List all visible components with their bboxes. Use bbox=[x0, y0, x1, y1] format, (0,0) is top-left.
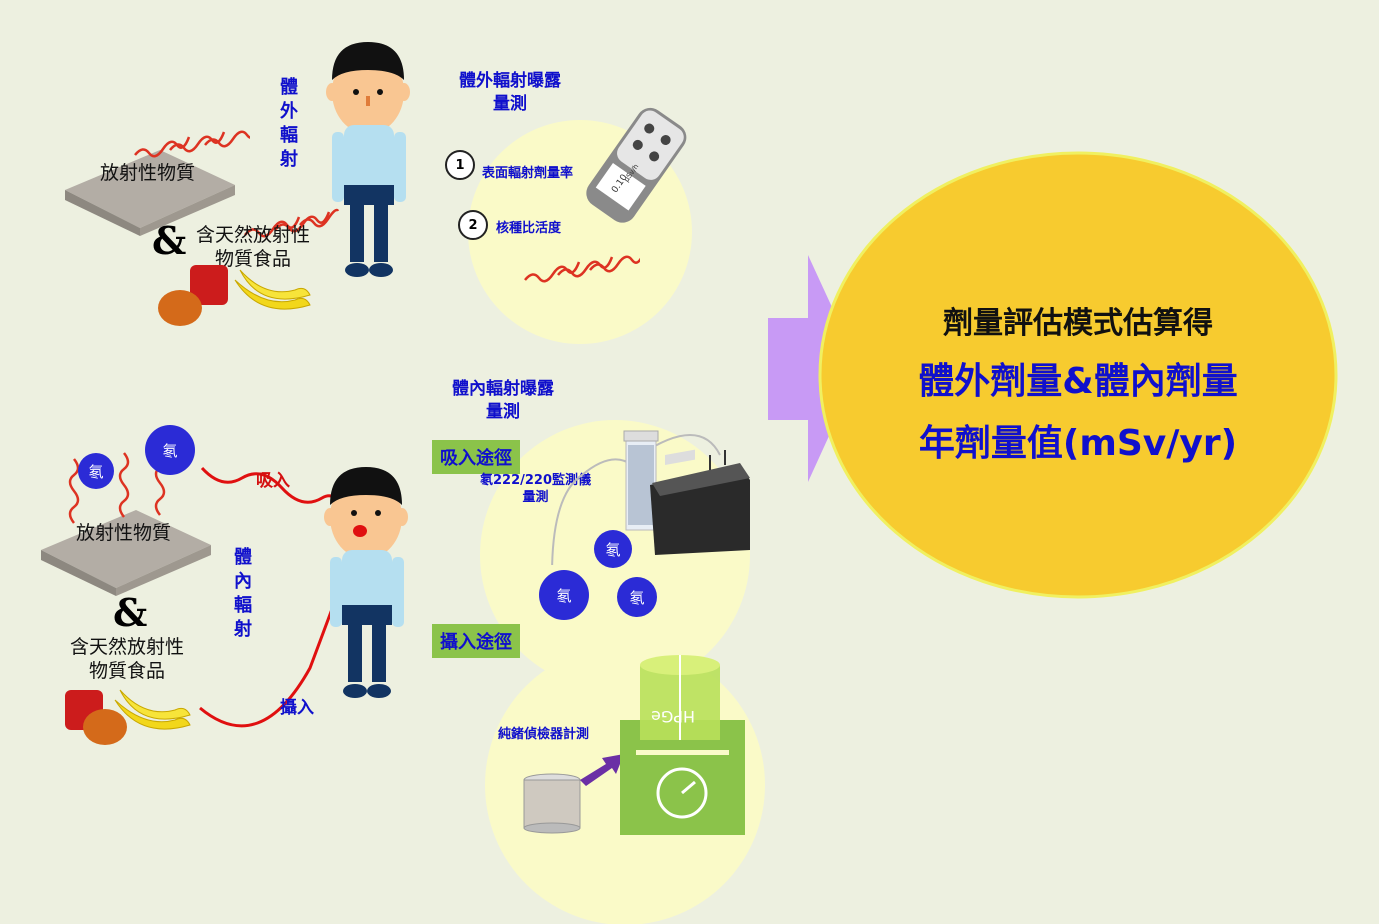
food-label-bottom: 含天然放射性 物質食品 bbox=[70, 635, 184, 683]
radiation-waves-measure bbox=[524, 255, 640, 283]
radiation-waves-top bbox=[134, 130, 250, 158]
radon-atom-1: 氡 bbox=[78, 453, 114, 489]
food-label-top: 含天然放射性 物質食品 bbox=[196, 223, 310, 271]
food-label-bottom-line1: 含天然放射性 bbox=[70, 636, 185, 658]
external-measure-title-line1: 體外輻射曝露 bbox=[459, 71, 561, 91]
radiation-waves-bottom bbox=[68, 452, 166, 524]
radioactive-slab-bottom bbox=[41, 510, 211, 596]
result-line3: 年劑量值(mSv/yr) bbox=[918, 423, 1238, 464]
ingest-label: 攝入 bbox=[280, 698, 314, 718]
external-radiation-vertical: 體外輻射 bbox=[280, 77, 298, 170]
food-label-bottom-line2: 物質食品 bbox=[89, 660, 166, 682]
internal-measure-title-line2: 量測 bbox=[486, 402, 520, 422]
radioactive-slab-top bbox=[65, 150, 235, 236]
radon-monitor-icon bbox=[551, 430, 750, 565]
radon-atom-5: 氡 bbox=[617, 577, 657, 617]
external-measure-title-line2: 量測 bbox=[493, 94, 527, 114]
item2-number: 2 bbox=[458, 210, 488, 240]
food-group-bottom bbox=[65, 689, 191, 745]
material-label-bottom: 放射性物質 bbox=[76, 522, 172, 544]
hpge-detector-icon: HPGe bbox=[620, 655, 745, 835]
ampersand-top: & bbox=[152, 218, 187, 263]
result-line2: 體外劑量&體內劑量 bbox=[918, 361, 1238, 402]
inhalation-tag: 吸入途徑 bbox=[432, 440, 520, 474]
radon-atom-3: 氡 bbox=[594, 530, 632, 568]
sample-jar-icon bbox=[523, 773, 581, 834]
item1-label: 表面輻射劑量率 bbox=[482, 166, 574, 181]
external-measure-title: 體外輻射曝露 量測 bbox=[440, 70, 580, 116]
person-bottom bbox=[324, 467, 408, 698]
dose-meter-icon: 0.10 μSv/h bbox=[586, 107, 687, 223]
radon-monitor-line2: 量測 bbox=[522, 490, 549, 505]
radon-atom-4: 氡 bbox=[539, 570, 589, 620]
radon-monitor-label: 氡222/220監測儀 量測 bbox=[480, 472, 591, 506]
result-arrow bbox=[768, 255, 860, 482]
item1-number: 1 bbox=[445, 150, 475, 180]
food-group-top bbox=[158, 265, 311, 326]
radon-monitor-line1: 氡222/220監測儀 bbox=[480, 473, 592, 488]
internal-measure-title-line1: 體內輻射曝露 bbox=[452, 379, 554, 399]
result-line1: 劑量評估模式估算得 bbox=[943, 306, 1213, 341]
item2-label: 核種比活度 bbox=[496, 221, 562, 236]
food-label-top-line1: 含天然放射性 bbox=[196, 224, 311, 246]
radiation-waves-food-top bbox=[244, 208, 340, 238]
material-label-top: 放射性物質 bbox=[100, 162, 196, 184]
internal-measure-title: 體內輻射曝露 量測 bbox=[433, 378, 573, 424]
hpge-label: 純鍺偵檢器計測 bbox=[498, 727, 590, 742]
hpge-text: HPGe bbox=[651, 707, 695, 726]
sample-arrow bbox=[580, 754, 624, 786]
radon-atom-2: 氡 bbox=[145, 425, 195, 475]
internal-radiation-vertical: 體內輻射 bbox=[234, 547, 252, 640]
food-label-top-line2: 物質食品 bbox=[215, 248, 292, 270]
ingestion-tag: 攝入途徑 bbox=[432, 624, 520, 658]
inhale-label: 吸入 bbox=[256, 471, 290, 491]
result-ellipse bbox=[818, 151, 1338, 599]
ampersand-bottom: & bbox=[113, 590, 148, 635]
person-top bbox=[326, 42, 410, 277]
